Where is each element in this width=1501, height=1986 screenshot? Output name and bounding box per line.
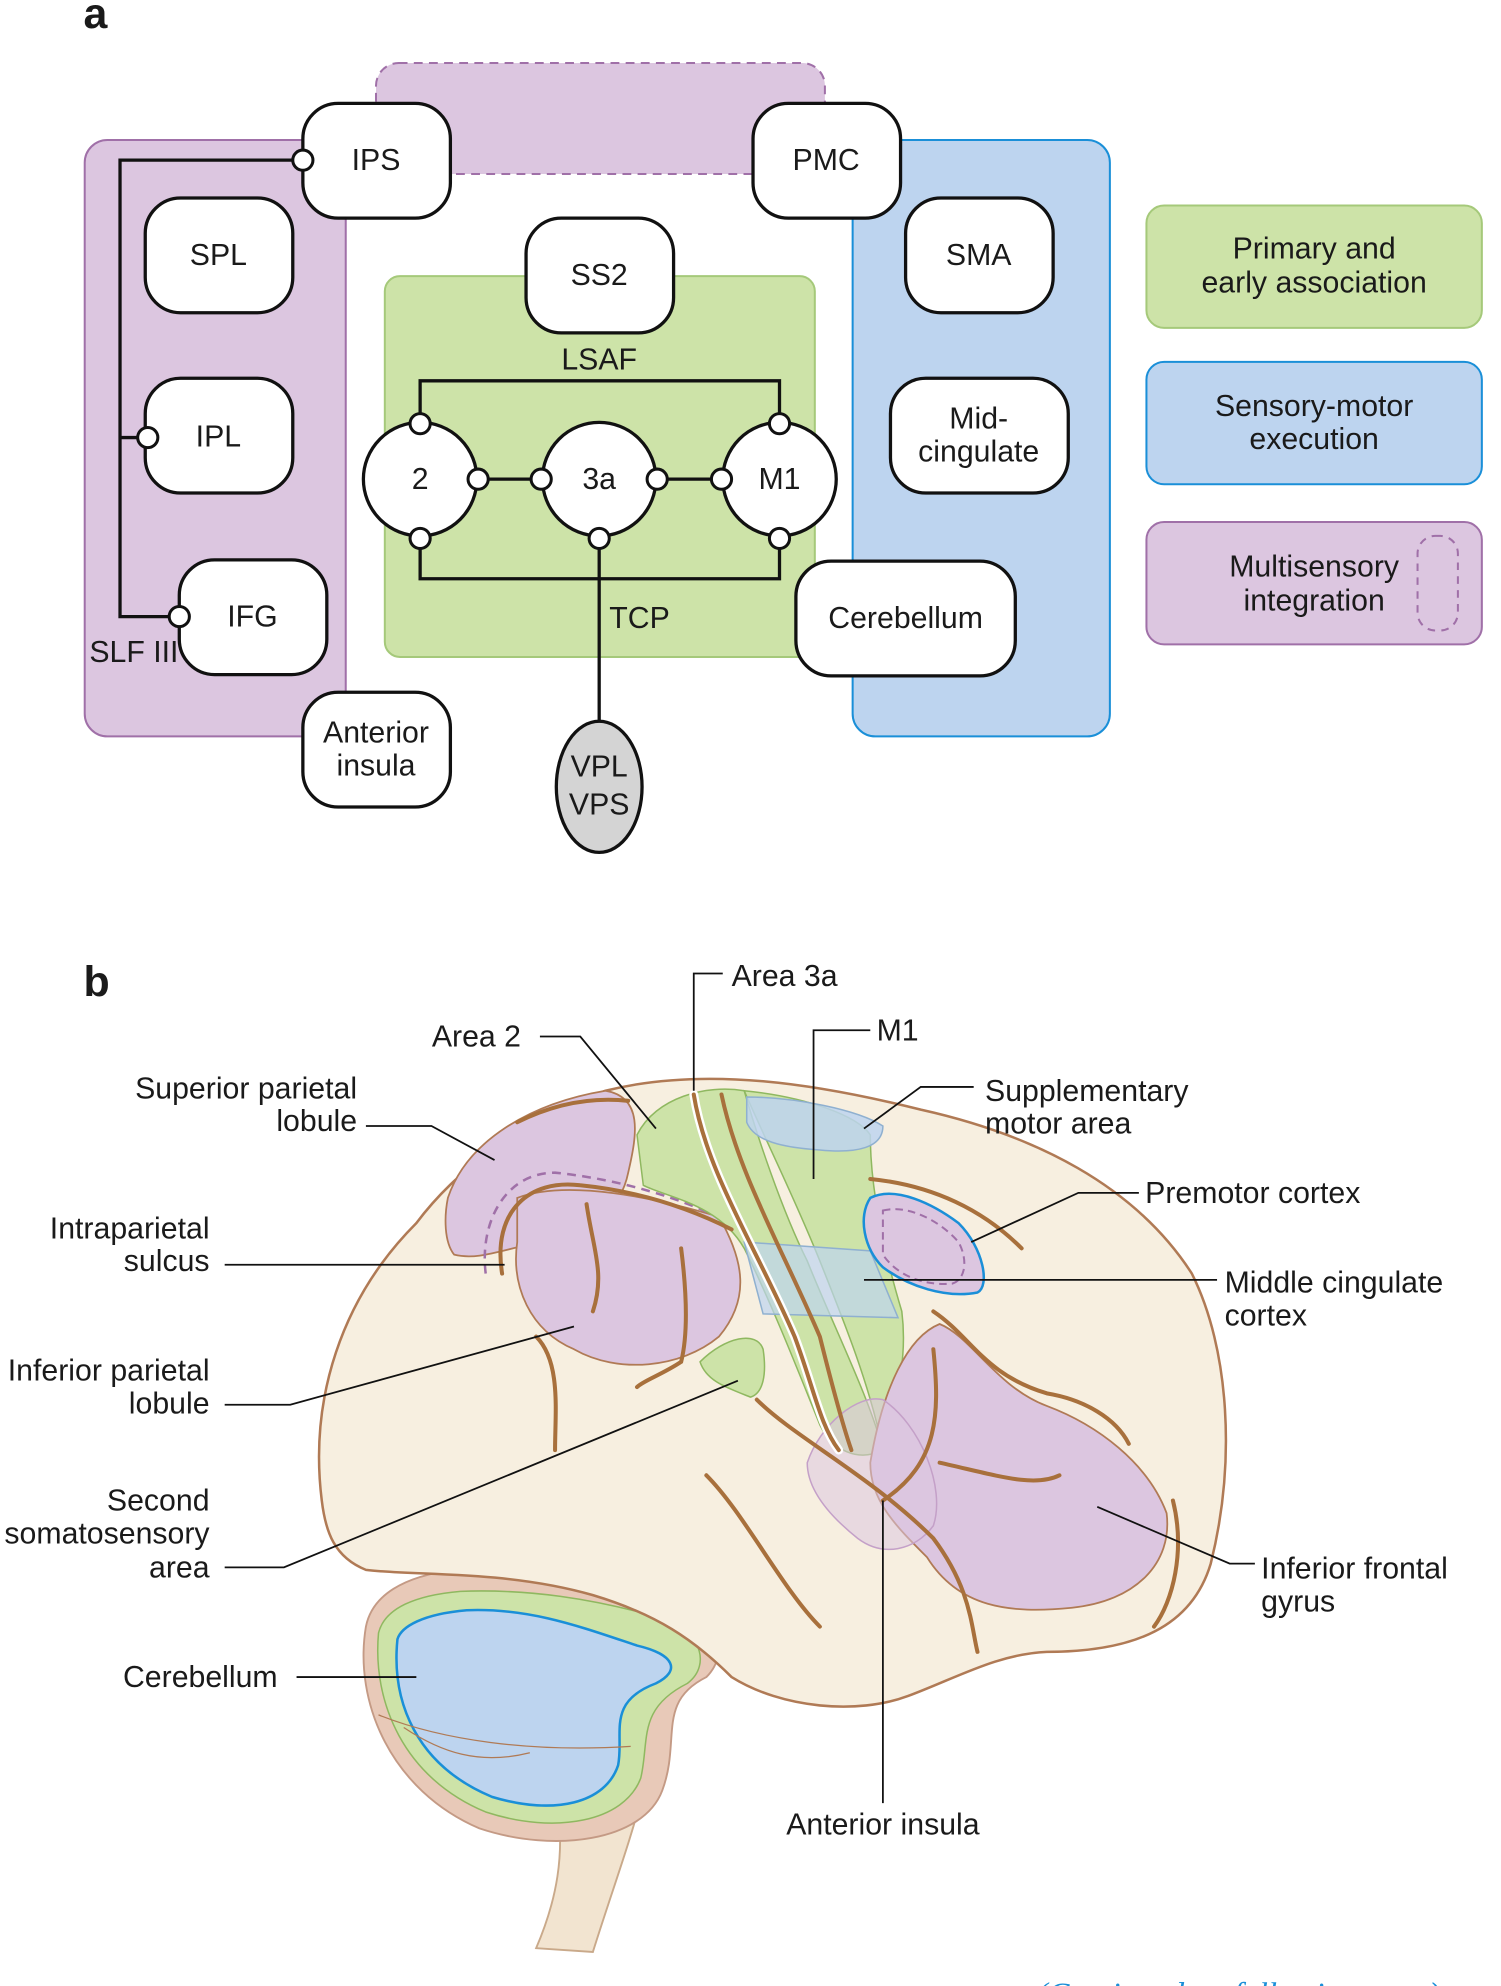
svg-text:integration: integration (1244, 584, 1385, 617)
node-pmc: PMC (751, 101, 903, 220)
svg-text:insula: insula (336, 749, 415, 782)
svg-text:somatosensory: somatosensory (4, 1517, 210, 1550)
panel-b-label: b (83, 958, 109, 1006)
node-ipl: IPL (143, 376, 295, 495)
svg-text:Premotor cortex: Premotor cortex (1145, 1177, 1360, 1210)
panel-a-label: a (83, 0, 108, 38)
svg-text:PMC: PMC (793, 144, 860, 177)
svg-text:Inferior parietal: Inferior parietal (8, 1355, 210, 1388)
svg-text:SPL: SPL (190, 239, 247, 272)
svg-text:sulcus: sulcus (124, 1245, 210, 1278)
svg-text:IPS: IPS (352, 144, 401, 177)
label-anterior-insula: Anterior insula (786, 1500, 980, 1842)
svg-text:execution: execution (1249, 423, 1379, 456)
node-sma: SMA (903, 196, 1055, 315)
svg-text:VPL: VPL (571, 751, 628, 784)
svg-text:M1: M1 (877, 1014, 919, 1047)
brain-illustration (317, 1077, 1228, 1953)
label-cerebellum: Cerebellum (123, 1661, 417, 1694)
tcp-label: TCP (609, 602, 670, 635)
node-thalamus: VPL VPS (554, 719, 644, 855)
label-premotor-cortex: Premotor cortex (970, 1177, 1360, 1243)
node-m1: M1 (721, 420, 838, 538)
svg-text:VPS: VPS (569, 789, 630, 822)
label-area-2: Area 2 (432, 1021, 657, 1130)
continued-caption: (Continued on following page) (1037, 1977, 1440, 1986)
svg-text:Multisensory: Multisensory (1229, 550, 1400, 583)
node-mid-cingulate: Mid-cingulate (888, 376, 1070, 495)
lsaf-label: LSAF (561, 343, 637, 376)
svg-text:2: 2 (412, 463, 429, 496)
svg-text:Primary and: Primary and (1233, 232, 1396, 265)
dashed-region-icon (1416, 534, 1459, 632)
svg-text:M1: M1 (758, 463, 800, 496)
svg-text:Cerebellum: Cerebellum (123, 1661, 278, 1694)
svg-text:IPL: IPL (196, 420, 241, 453)
svg-text:Mid-: Mid- (949, 403, 1008, 436)
svg-text:gyrus: gyrus (1261, 1585, 1335, 1618)
svg-text:lobule: lobule (129, 1388, 210, 1421)
svg-text:SS2: SS2 (571, 259, 628, 292)
svg-text:lobule: lobule (276, 1105, 357, 1138)
svg-text:Cerebellum: Cerebellum (828, 602, 983, 635)
label-area-3a: Area 3a (692, 960, 838, 1091)
svg-text:SMA: SMA (946, 239, 1012, 272)
svg-text:3a: 3a (582, 463, 616, 496)
svg-text:IFG: IFG (227, 601, 277, 634)
svg-text:early association: early association (1201, 267, 1426, 300)
label-m1: M1 (812, 1014, 919, 1179)
svg-text:Sensory-motor: Sensory-motor (1215, 390, 1413, 423)
svg-text:cortex: cortex (1225, 1299, 1307, 1332)
node-ips: IPS (301, 101, 453, 220)
svg-text:Inferior frontal: Inferior frontal (1261, 1553, 1448, 1586)
svg-text:area: area (149, 1551, 210, 1584)
svg-text:Middle cingulate: Middle cingulate (1225, 1266, 1444, 1299)
svg-text:Supplementary: Supplementary (985, 1075, 1189, 1108)
node-ss2: SS2 (524, 216, 676, 335)
svg-text:Anterior insula: Anterior insula (786, 1809, 980, 1842)
svg-text:cingulate: cingulate (918, 436, 1039, 469)
svg-text:Anterior: Anterior (323, 717, 429, 750)
svg-text:motor area: motor area (985, 1108, 1131, 1141)
svg-text:Area 3a: Area 3a (732, 960, 838, 993)
svg-text:Intraparietal: Intraparietal (50, 1212, 210, 1245)
svg-text:Area 2: Area 2 (432, 1021, 521, 1054)
node-spl: SPL (143, 196, 295, 315)
connection-ports (136, 148, 792, 629)
lsaf-tract (418, 379, 782, 424)
node-area-2: 2 (361, 420, 479, 538)
node-ifg: IFG (177, 558, 329, 677)
slf3-label: SLF III (89, 636, 178, 669)
node-cerebellum: Cerebellum (794, 559, 1017, 678)
node-area-3a: 3a (540, 420, 658, 538)
svg-text:Superior parietal: Superior parietal (135, 1072, 357, 1105)
svg-text:Second: Second (107, 1485, 210, 1518)
